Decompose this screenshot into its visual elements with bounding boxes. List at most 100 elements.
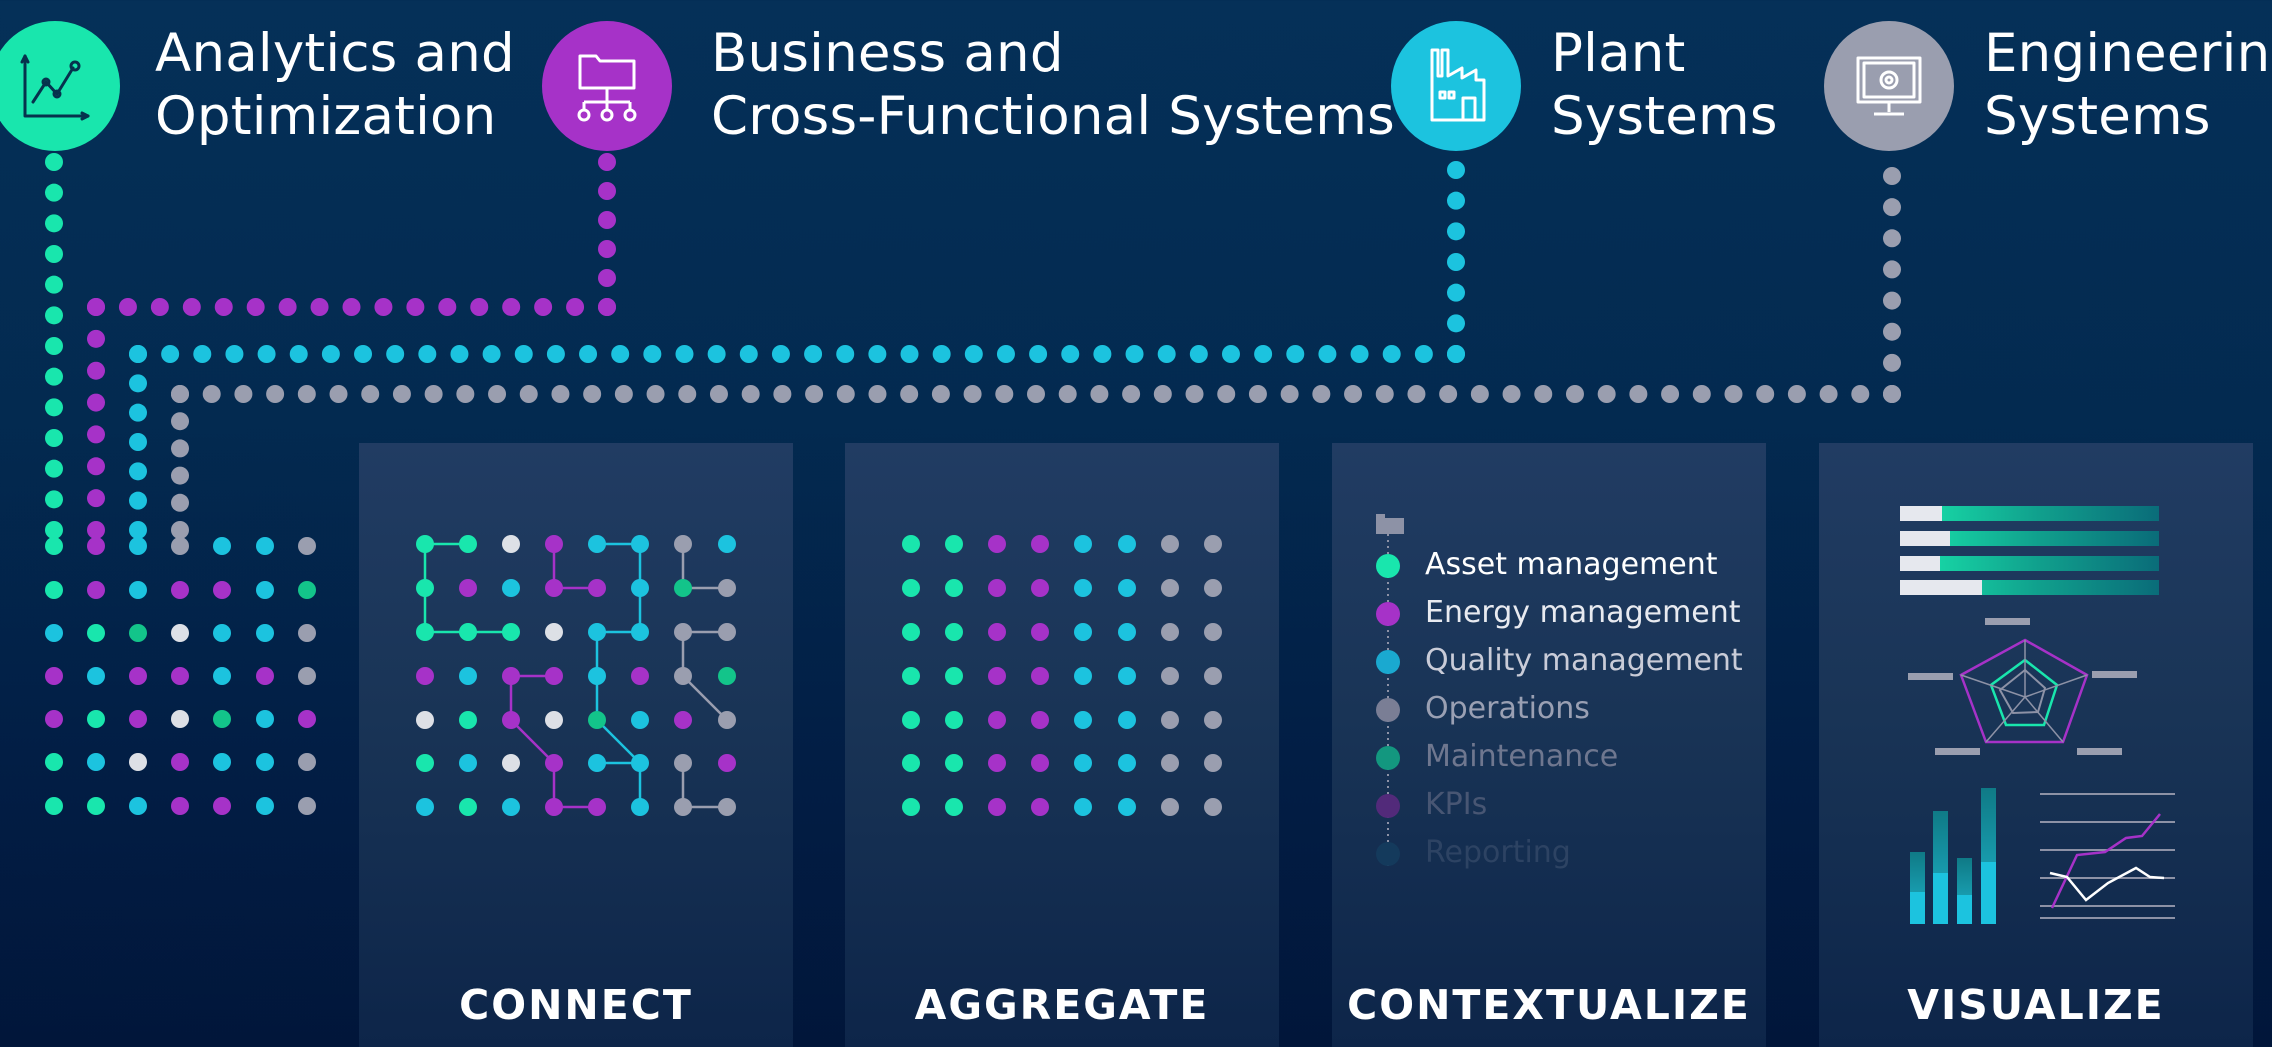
plant-connector-dot [354, 345, 373, 363]
plant-connector-dot [161, 345, 180, 363]
plant-connector-dot [1157, 345, 1176, 363]
context-item-operations[interactable]: Operations [1425, 691, 1590, 726]
context-item-bullet [1376, 794, 1400, 818]
engineering-connector-dot [1027, 385, 1045, 403]
plant-connector-dot [1447, 283, 1465, 302]
aggregate-dot [1161, 579, 1179, 597]
aggregate-dot [1161, 623, 1179, 641]
context-item-energy-management[interactable]: Energy management [1425, 595, 1741, 630]
grid-dot [213, 710, 231, 728]
grid-dot [45, 753, 63, 771]
engineering-connector-dot [836, 385, 855, 403]
grid-dot [171, 753, 189, 771]
aggregate-dot [902, 535, 920, 553]
aggregate-dot [1118, 579, 1136, 597]
grid-dot [45, 537, 63, 555]
business-connector-dot [87, 298, 105, 316]
grid-dot [256, 624, 274, 642]
plant-connector-dot [129, 345, 147, 363]
grid-dot [171, 667, 189, 685]
aggregate-dot [1074, 623, 1092, 641]
connect-node [459, 711, 477, 729]
business-connector-dot [246, 298, 265, 316]
plant-connector-dot [1221, 345, 1240, 363]
folder-network-icon[interactable] [542, 21, 672, 151]
analytics-connector-dot [45, 459, 63, 478]
engineering-connector-dot [1883, 385, 1901, 403]
plant-connector-dot [386, 345, 405, 363]
connect-node [588, 798, 606, 816]
analytics-connector-dot [45, 490, 63, 509]
engineering-connector-dot [1661, 385, 1680, 403]
aggregate-dot [1204, 711, 1222, 729]
connect-node [545, 623, 563, 641]
plant-connector-dot [1350, 345, 1369, 363]
grid-dot [298, 581, 316, 599]
engineering-connector-dot [424, 385, 443, 403]
connect-node [502, 623, 520, 641]
engineering-connector-dot [963, 385, 982, 403]
grid-dot [256, 537, 274, 555]
connect-node [718, 711, 736, 729]
line-chart-icon [2040, 793, 2175, 919]
engineering-connector-dot [1629, 385, 1648, 403]
plant-connector-dot [1382, 345, 1401, 363]
engineering-connector-dot [773, 385, 792, 403]
factory-icon[interactable] [1391, 21, 1521, 151]
monitor-gear-icon[interactable] [1824, 21, 1954, 151]
analytics-connector-dot [45, 398, 63, 417]
aggregate-dot [945, 754, 963, 772]
engineering-connector-dot [1565, 385, 1584, 403]
analytics-connector-dot [45, 275, 63, 294]
connect-label: CONNECT [459, 981, 693, 1029]
plant-connector-dot [643, 345, 662, 363]
plant-connector-dot [1447, 253, 1465, 271]
connect-node [718, 579, 736, 597]
engineering-connector-dot [1344, 385, 1363, 403]
plant-connector-dot [129, 491, 147, 510]
radar-chart-icon [1908, 618, 2137, 755]
engineering-connector-dot [1692, 385, 1711, 403]
column-chart-icon [1910, 788, 1996, 924]
engineering-connector-dot [678, 385, 697, 403]
grid-dot [256, 581, 274, 599]
context-item-quality-management[interactable]: Quality management [1425, 643, 1743, 678]
grid-dot [45, 710, 63, 728]
plant-connector-dot [836, 345, 855, 363]
business-connector-dot [278, 298, 297, 316]
connect-link [596, 719, 641, 764]
analytics-chart-icon[interactable] [0, 21, 120, 151]
context-item-reporting[interactable]: Reporting [1425, 835, 1571, 870]
connect-link [510, 719, 555, 764]
plant-connector-dot [1189, 345, 1208, 363]
business-connector-dot [502, 298, 521, 316]
plant-connector-dot [1414, 345, 1433, 363]
aggregate-dot [1161, 535, 1179, 553]
aggregate-dot [1204, 579, 1222, 597]
grid-dot [129, 624, 147, 642]
business-connector-dot [214, 298, 233, 316]
grid-dot [129, 710, 147, 728]
connect-node [545, 535, 563, 553]
aggregate-dot [1118, 623, 1136, 641]
analytics-connector-dot [45, 245, 63, 263]
aggregate-dot [1074, 667, 1092, 685]
engineering-connector-dot [900, 385, 919, 403]
engineering-connector-dot [995, 385, 1014, 403]
engineering-connector-dot [171, 412, 189, 431]
grid-dot [171, 710, 189, 728]
connect-node [416, 535, 434, 553]
engineering-connector-dot [1724, 385, 1743, 403]
grid-dot [298, 667, 316, 685]
connect-node [588, 754, 606, 772]
plant-connector-dot [1447, 345, 1465, 363]
aggregate-dot [1118, 667, 1136, 685]
context-item-asset-management[interactable]: Asset management [1425, 547, 1718, 582]
engineering-connector-dot [1280, 385, 1299, 403]
context-item-kpis[interactable]: KPIs [1425, 787, 1488, 822]
analytics-connector-dot [45, 214, 63, 233]
aggregate-dot [902, 711, 920, 729]
folder-icon [1376, 518, 1404, 534]
context-item-maintenance[interactable]: Maintenance [1425, 739, 1619, 774]
aggregate-dot [1074, 535, 1092, 553]
